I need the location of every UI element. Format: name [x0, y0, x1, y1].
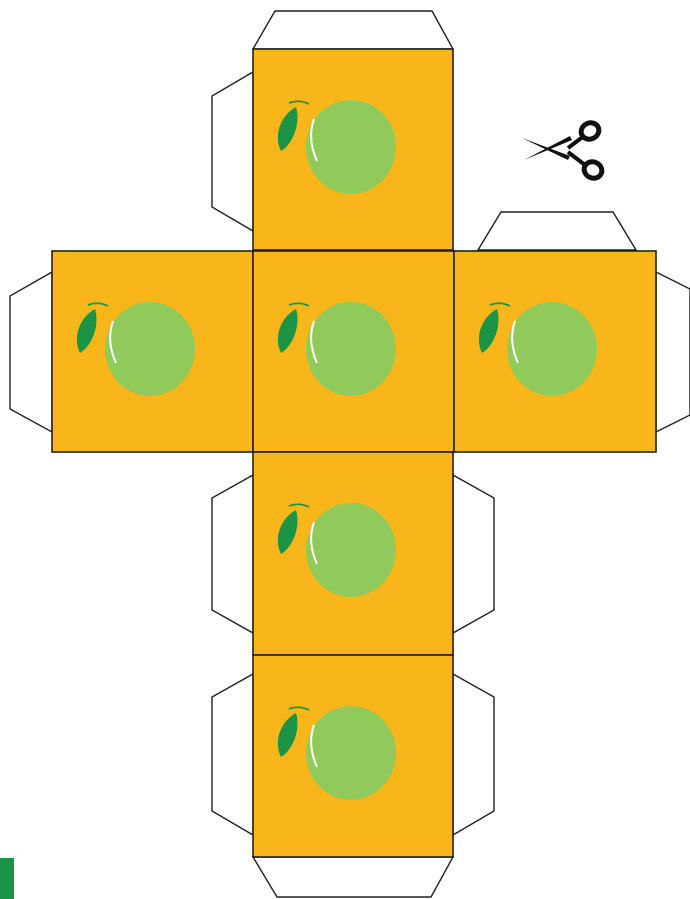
glue-tabs	[9, 10, 690, 898]
face-right	[453, 250, 657, 453]
glue-tab-lower-left	[211, 473, 254, 635]
face-lower	[252, 451, 454, 656]
glue-tab-lower-right	[452, 473, 495, 635]
glue-tab-bottom	[251, 856, 455, 898]
face-center	[252, 250, 455, 453]
glue-tab-bottom-right	[452, 672, 495, 837]
face-left	[51, 250, 254, 453]
glue-tab-right	[655, 270, 690, 434]
cube-faces	[51, 48, 657, 858]
glue-tab-top	[251, 10, 455, 50]
glue-tab-bottom-left	[211, 672, 254, 837]
face-bottom	[252, 654, 454, 858]
corner-color-mark	[0, 858, 14, 899]
glue-tab-right-top	[476, 211, 638, 251]
glue-tab-top-left	[211, 70, 254, 233]
face-top	[252, 48, 454, 251]
scissors-icon	[522, 120, 605, 181]
glue-tab-left	[9, 270, 53, 434]
